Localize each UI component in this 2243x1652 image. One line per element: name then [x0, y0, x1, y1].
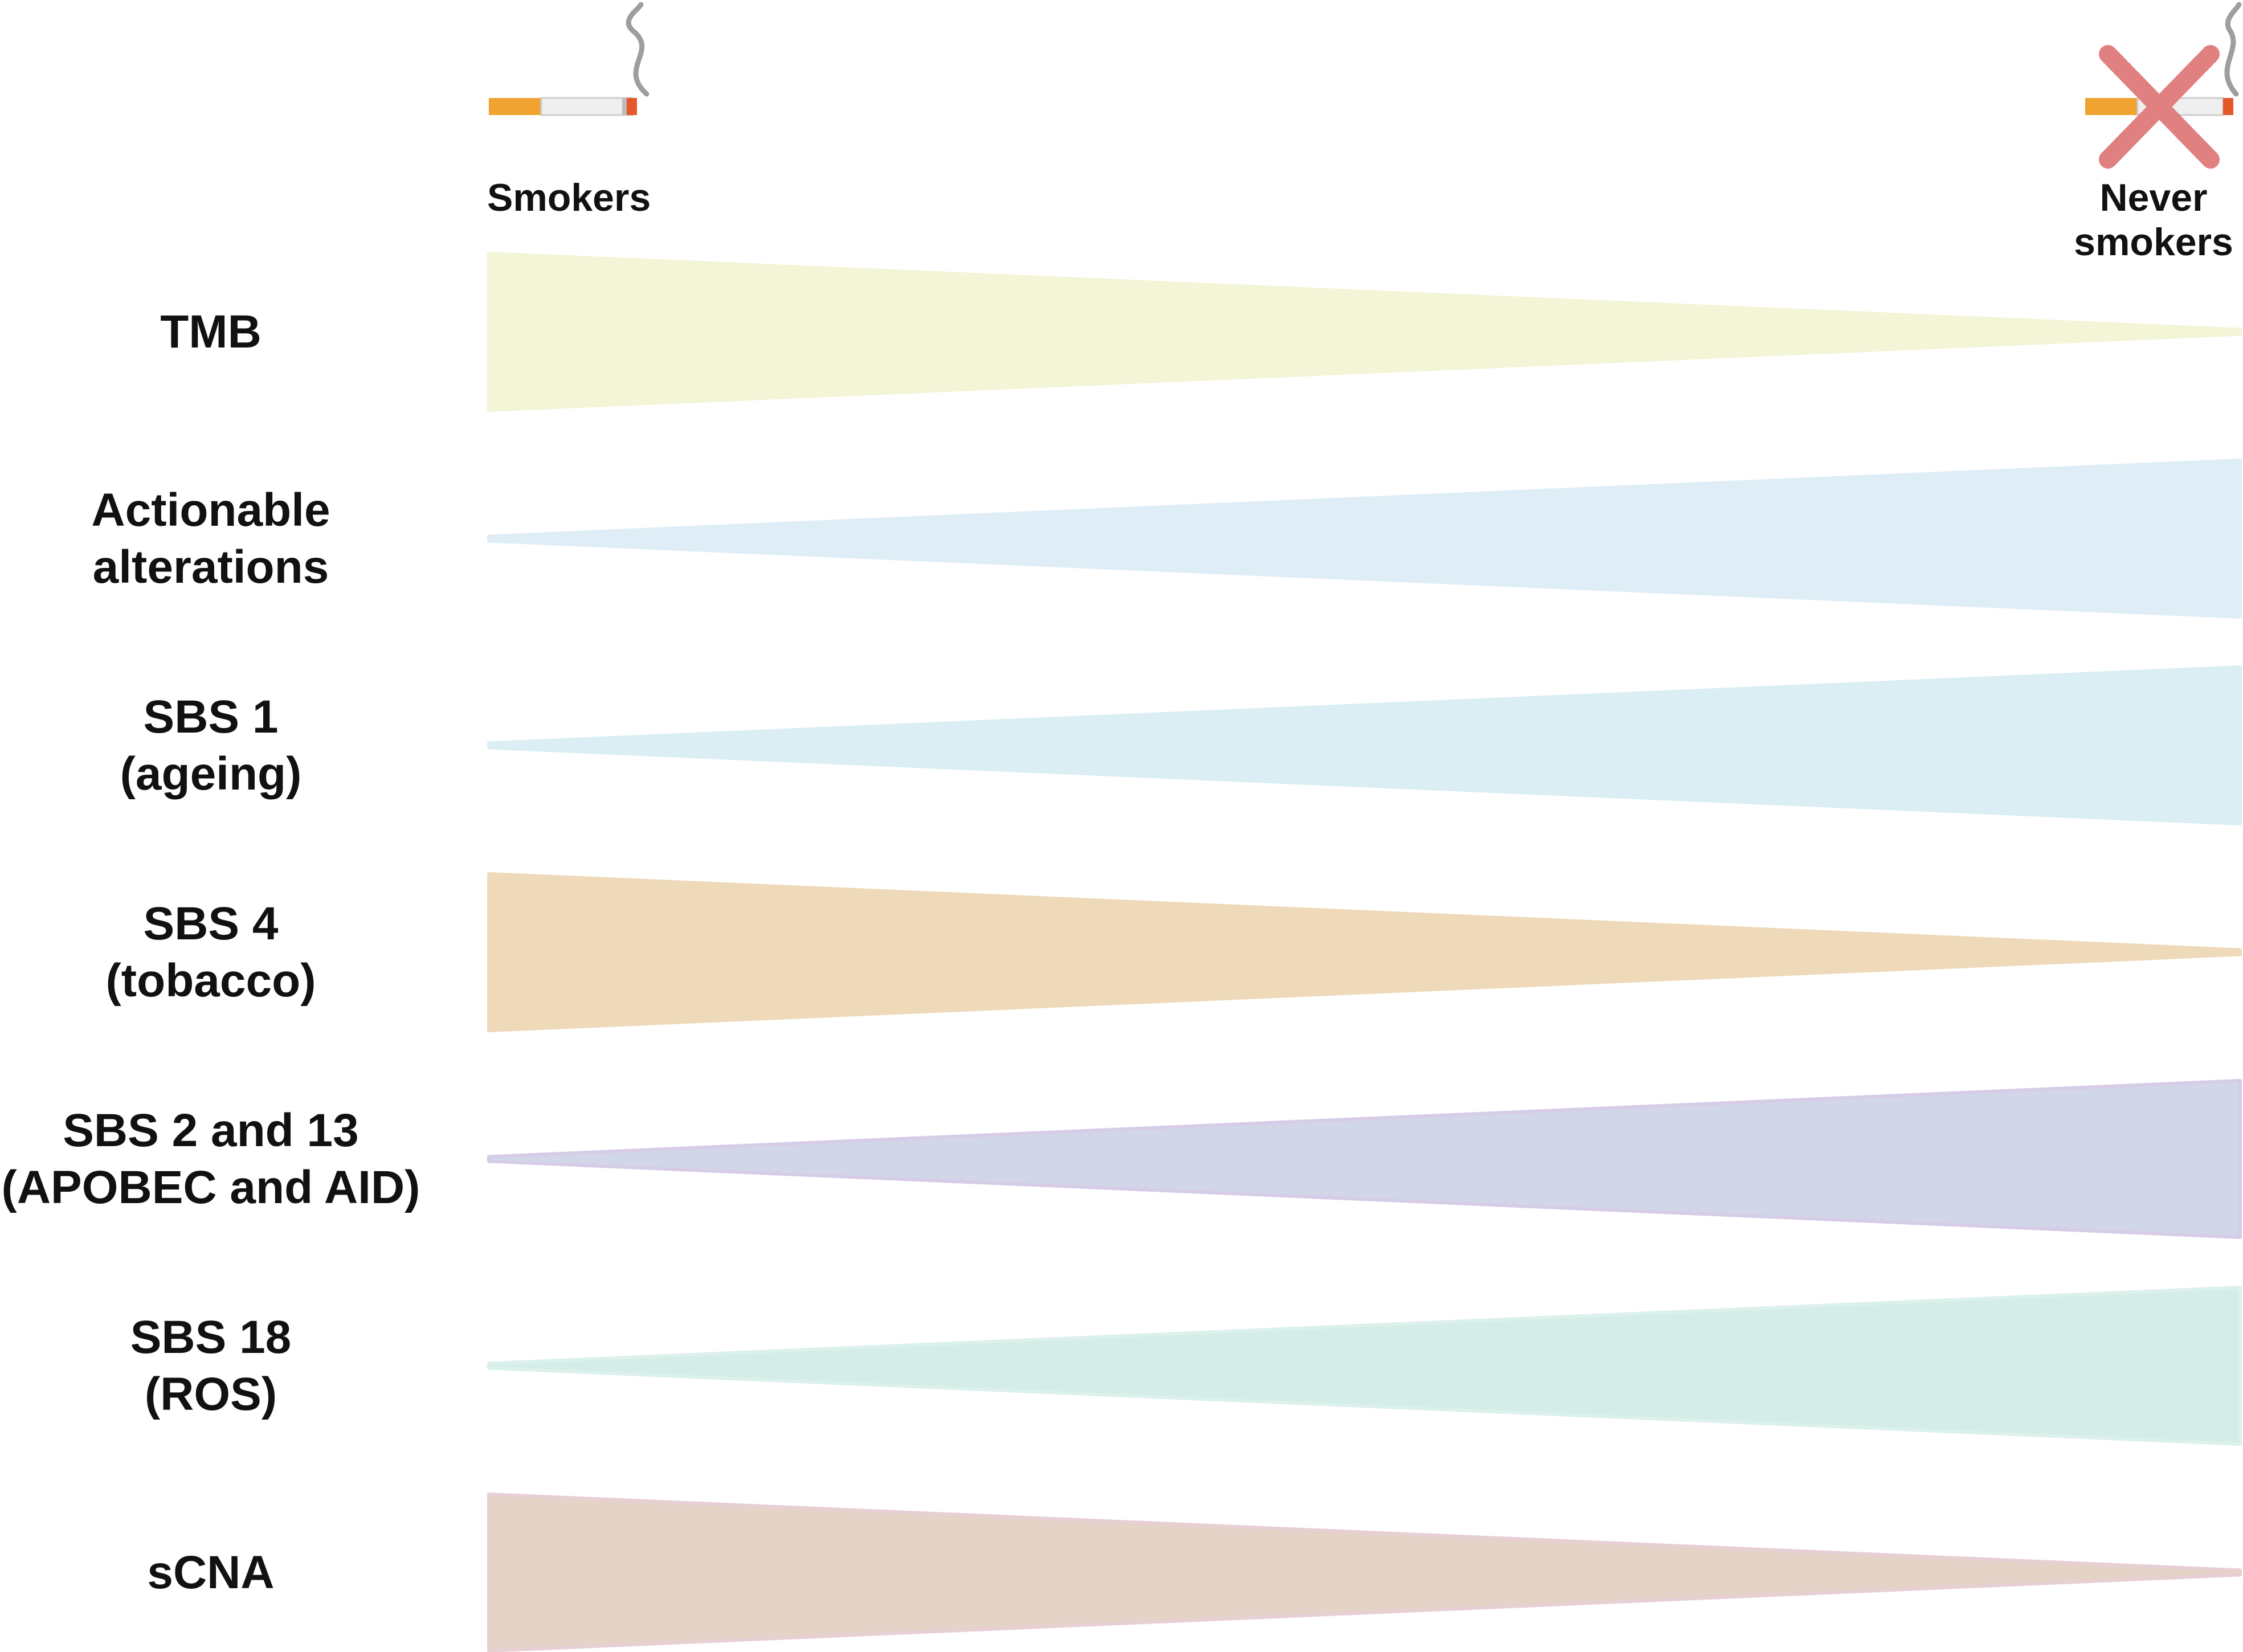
row-label-line: TMB: [160, 305, 262, 358]
row-label-line: SBS 1: [143, 690, 279, 743]
row-label-line: SBS 4: [143, 897, 279, 950]
gradient-wedge: [487, 252, 2242, 412]
row-label-line: alterations: [92, 541, 329, 593]
row-label: SBS 1(ageing): [0, 689, 422, 803]
smokers-label: Smokers: [487, 176, 651, 219]
row-label-line: (ROS): [144, 1368, 277, 1420]
gradient-wedge: [487, 1286, 2242, 1446]
row-label-line: Actionable: [91, 484, 330, 536]
row-label-line: SBS 2 and 13: [63, 1104, 359, 1156]
row-label-line: SBS 18: [130, 1311, 292, 1363]
row-label-line: sCNA: [147, 1546, 275, 1598]
gradient-wedge: [487, 665, 2242, 825]
cigarette-icon: [489, 2, 649, 116]
gradient-wedge: [487, 1492, 2242, 1652]
never-smokers-label-line: Never: [2099, 176, 2208, 219]
row-label-line: (ageing): [120, 747, 302, 800]
row-label: TMB: [0, 304, 422, 361]
gradient-wedge: [487, 872, 2242, 1032]
row-label: SBS 2 and 13(APOBEC and AID): [0, 1102, 422, 1216]
row-label: sCNA: [0, 1544, 422, 1601]
crossed-cigarette-icon: [2085, 2, 2242, 169]
row-label: SBS 18(ROS): [0, 1309, 422, 1423]
never-smokers-label: Never smokers: [2074, 175, 2233, 264]
gradient-wedge: [487, 459, 2242, 619]
row-label: SBS 4(tobacco): [0, 895, 422, 1009]
gradient-wedge: [487, 1079, 2242, 1239]
row-label-line: (tobacco): [105, 954, 316, 1007]
row-label-line: (APOBEC and AID): [1, 1161, 420, 1213]
never-smokers-label-line: smokers: [2074, 220, 2233, 264]
